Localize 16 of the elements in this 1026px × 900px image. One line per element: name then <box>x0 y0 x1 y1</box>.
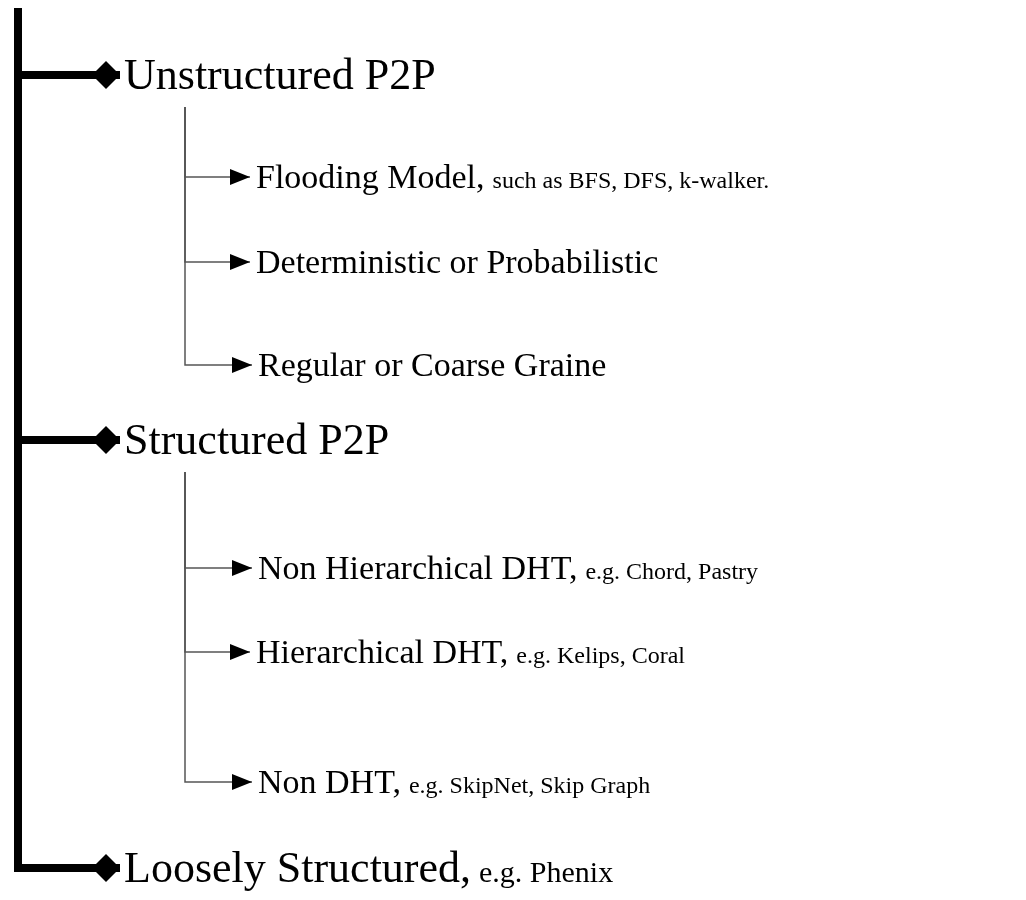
subcategory-label: Non Hierarchical DHT, <box>258 549 578 587</box>
category-heading: Unstructured P2P <box>124 50 436 100</box>
subcategory-example: e.g. Chord, Pastry <box>585 558 759 585</box>
subcategory-label: Deterministic or Probabilistic <box>256 243 659 281</box>
subcategory-example: e.g. Kelips, Coral <box>516 642 685 669</box>
subcategory-label: Hierarchical DHT, <box>256 633 509 671</box>
subcategory-label: Regular or Coarse Graine <box>258 346 607 384</box>
subcategory-label: Non DHT, <box>258 763 401 801</box>
subcategory-example: e.g. SkipNet, Skip Graph <box>408 772 651 799</box>
category-example: e.g. Phenix <box>479 854 614 888</box>
arrow <box>184 471 253 790</box>
category-heading: Loosely Structured, <box>124 843 472 893</box>
arrow <box>184 106 253 373</box>
subcategory-example: such as BFS, DFS, k-walker. <box>492 167 770 194</box>
subcategory-label: Flooding Model, <box>256 158 485 196</box>
category-heading: Structured P2P <box>124 415 390 465</box>
